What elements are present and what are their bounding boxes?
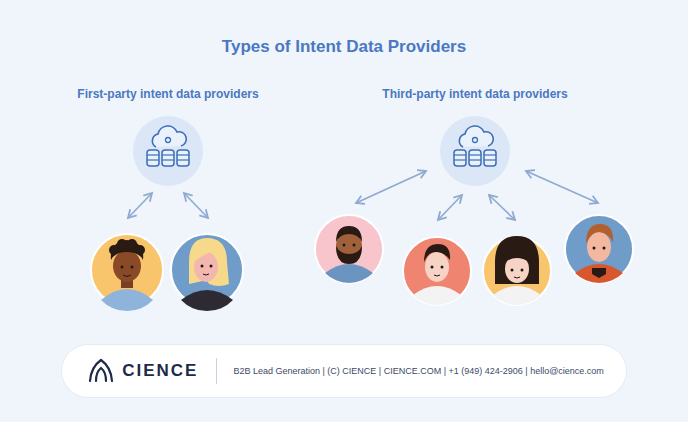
avatar <box>483 236 551 305</box>
logo-text: CIENCE <box>122 361 198 381</box>
avatar <box>565 215 633 283</box>
avatar <box>171 234 243 311</box>
avatar <box>315 215 383 283</box>
footer-text: B2B Lead Generation | (C) CIENCE | CIENC… <box>233 366 603 376</box>
arrows <box>128 171 598 220</box>
diagram-title: Types of Intent Data Providers <box>222 37 466 57</box>
database-icon <box>440 116 510 186</box>
divider-line <box>216 358 217 384</box>
avatar <box>403 237 471 305</box>
section-heading: First-party intent data providers <box>77 87 258 101</box>
logo-icon <box>88 358 114 384</box>
avatar <box>91 234 163 311</box>
section-heading: Third-party intent data providers <box>382 87 567 101</box>
footer-bar: CIENCE B2B Lead Generation | (C) CIENCE |… <box>62 345 626 397</box>
database-icon <box>133 116 203 186</box>
